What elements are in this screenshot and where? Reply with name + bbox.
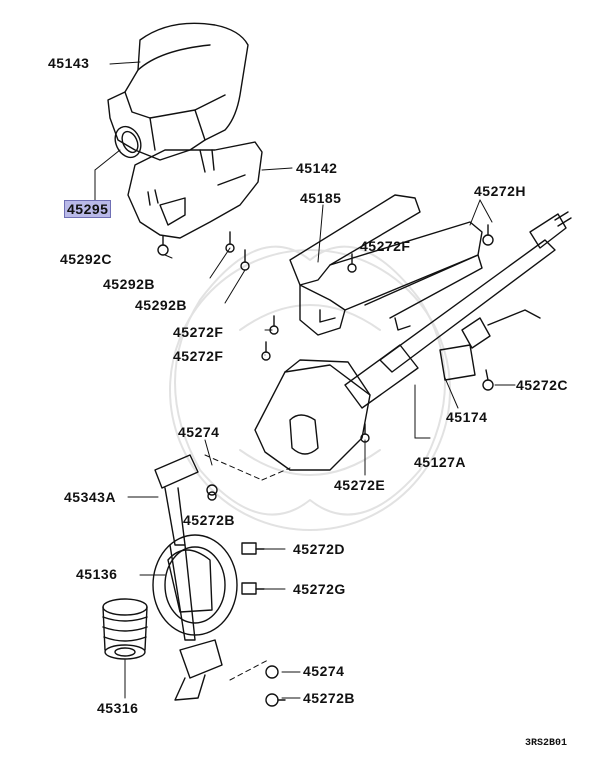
part-label-45274-a[interactable]: 45274 <box>178 424 220 440</box>
nut-45274-b <box>265 665 279 679</box>
part-label-45272c[interactable]: 45272C <box>516 377 569 393</box>
bolt-45292b-b <box>240 249 250 271</box>
part-label-45272b-b[interactable]: 45272B <box>303 690 356 706</box>
lower-joint-part <box>174 639 223 701</box>
dust-cover-plate-part <box>152 534 238 636</box>
bolt-45272h <box>482 224 494 246</box>
bolt-45272b-a <box>207 491 217 501</box>
part-label-45272d[interactable]: 45272D <box>293 541 346 557</box>
part-label-45272h[interactable]: 45272H <box>474 183 527 199</box>
watermark-emblem <box>169 245 451 531</box>
part-label-45143[interactable]: 45143 <box>48 55 90 71</box>
part-label-45343a[interactable]: 45343A <box>64 489 117 505</box>
part-label-45185[interactable]: 45185 <box>300 190 342 206</box>
part-label-45292c[interactable]: 45292C <box>60 251 113 267</box>
fasteners <box>157 224 494 707</box>
bolt-45272f-c <box>261 341 271 361</box>
bolt-45272f-b <box>269 315 279 335</box>
bolt-45272c <box>482 369 494 391</box>
diagram-reference-code: 3RS2B01 <box>525 738 568 749</box>
part-label-45292b-a[interactable]: 45292B <box>103 276 156 292</box>
leader-lines <box>94 61 516 699</box>
key-ring-part <box>114 125 142 159</box>
bolt-45272b-b <box>265 693 286 707</box>
rubber-boot-part <box>102 598 148 660</box>
steering-column-part <box>254 211 572 471</box>
part-label-45136[interactable]: 45136 <box>76 566 118 582</box>
nut-45274-a <box>206 484 218 496</box>
lower-column-cover-part <box>127 141 263 239</box>
part-label-45272b-a[interactable]: 45272B <box>183 512 236 528</box>
bolt-45292c <box>157 235 169 256</box>
part-label-45272f-a[interactable]: 45272F <box>360 238 411 254</box>
part-label-45272e[interactable]: 45272E <box>334 477 386 493</box>
part-label-45272f-b[interactable]: 45272F <box>173 324 224 340</box>
universal-joint-part <box>154 454 199 641</box>
part-label-45272f-c[interactable]: 45272F <box>173 348 224 364</box>
part-label-45292b-b[interactable]: 45292B <box>135 297 188 313</box>
part-label-45295[interactable]: 45295 <box>64 200 112 218</box>
bolt-45272f-a <box>347 253 357 273</box>
part-label-45142[interactable]: 45142 <box>296 160 338 176</box>
bolt-45272d <box>241 542 265 555</box>
part-label-45316[interactable]: 45316 <box>97 700 139 716</box>
upper-column-cover-part <box>107 22 249 161</box>
bolt-45272g <box>241 582 265 595</box>
part-label-45274-b[interactable]: 45274 <box>303 663 345 679</box>
bolt-45272e <box>360 423 370 443</box>
bolt-45292b-a <box>225 231 235 253</box>
part-label-45127a[interactable]: 45127A <box>414 454 467 470</box>
column-bracket-part <box>289 194 483 336</box>
part-label-45272g[interactable]: 45272G <box>293 581 346 597</box>
part-label-45174[interactable]: 45174 <box>446 409 488 425</box>
